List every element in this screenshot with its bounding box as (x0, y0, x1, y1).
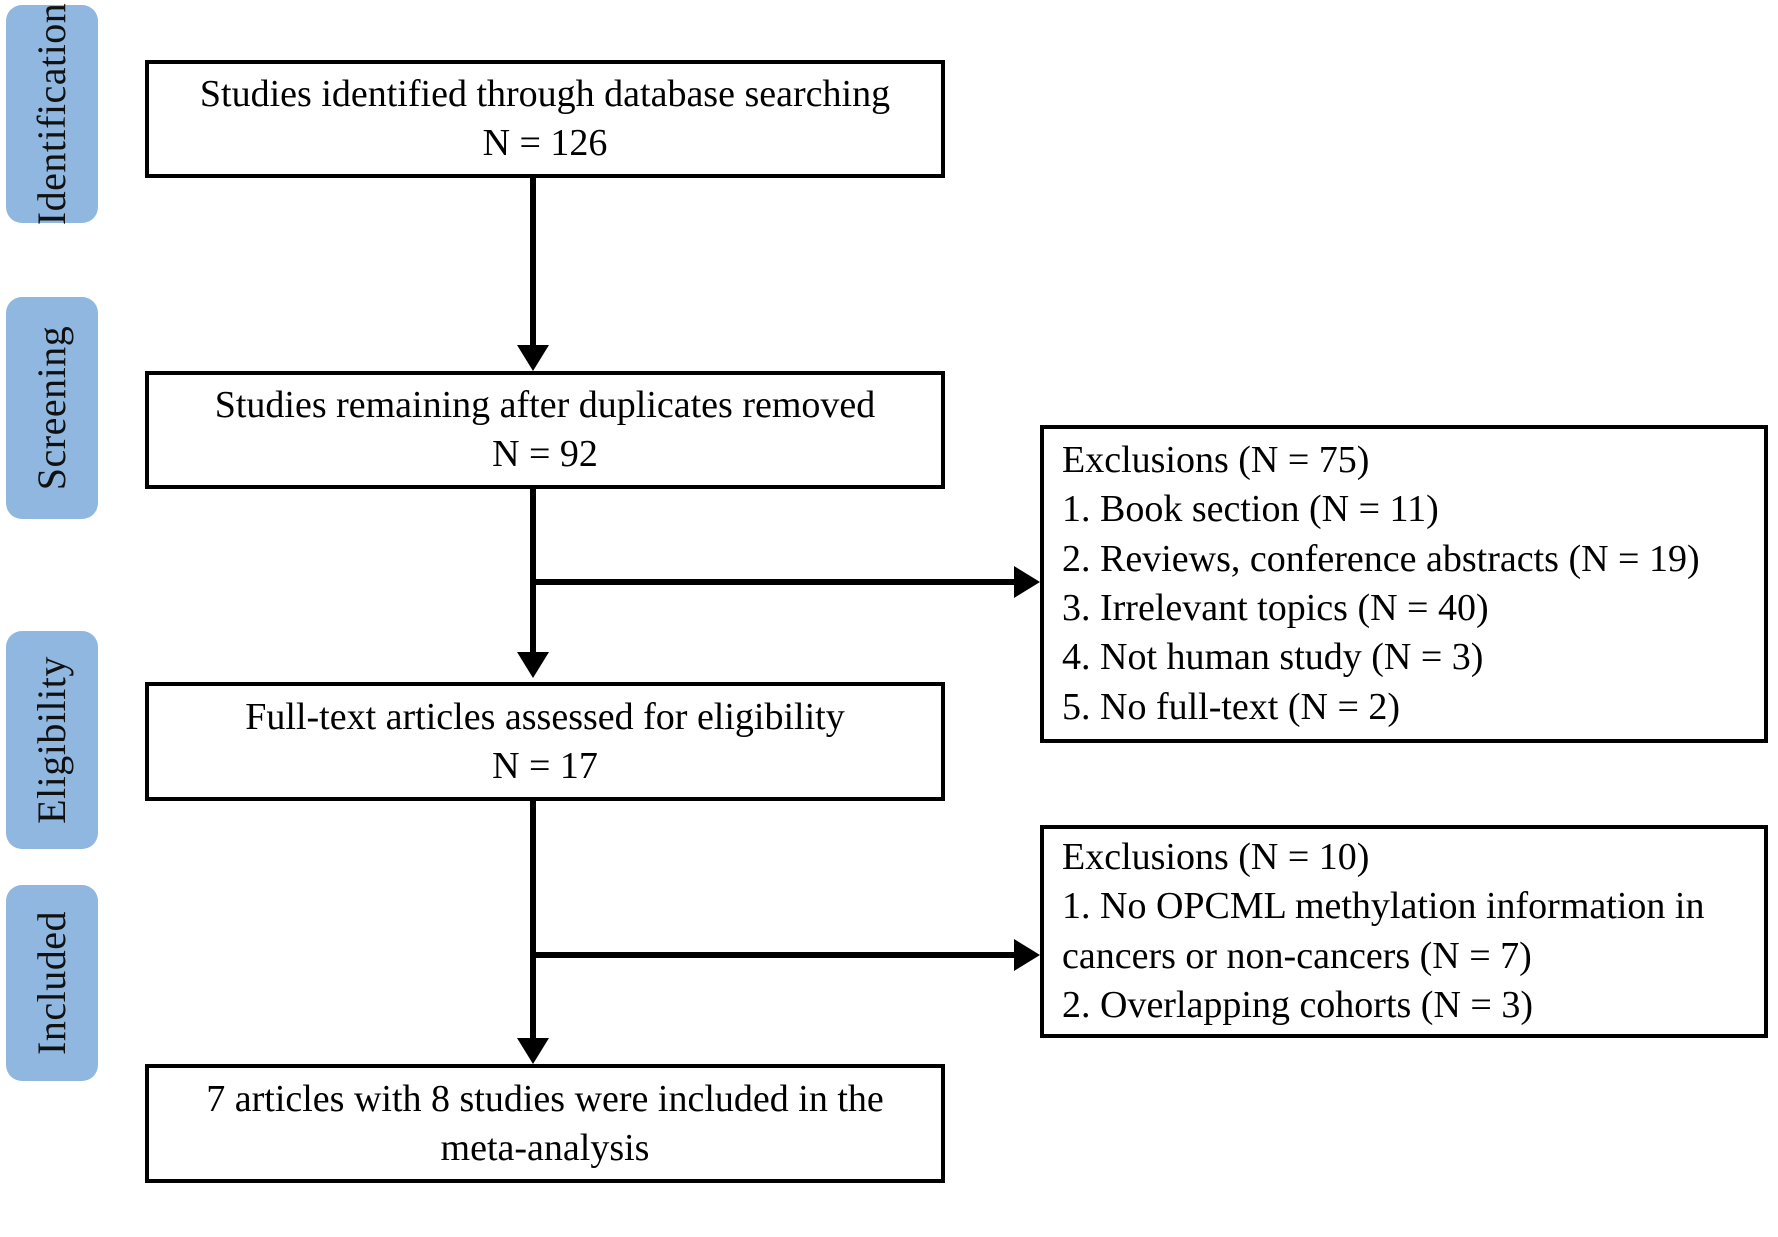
arrowhead-identified-to-screening (517, 345, 549, 371)
exclusions-2-header: Exclusions (N = 10) (1062, 835, 1370, 878)
flow-box-2-line-2: N = 92 (492, 433, 598, 475)
exclusions-1-header: Exclusions (N = 75) (1062, 438, 1370, 481)
connector-screening-to-exclusions (533, 579, 1017, 585)
exclusions-2-item-1-line-2: cancers or non-cancers (N = 7) (1062, 934, 1532, 977)
exclusions-2-item-2: 2. Overlapping cohorts (N = 3) (1062, 983, 1533, 1026)
arrowhead-screening-to-exclusions (1014, 566, 1040, 598)
flow-box-1-line-1: Studies identified through database sear… (199, 73, 891, 116)
arrowhead-eligibility-to-exclusions (1014, 939, 1040, 971)
flow-box-2-line-1: Studies remaining after duplicates remov… (214, 384, 876, 427)
stage-label-eligibility: Eligibility (29, 656, 75, 824)
exclusions-box-screening: Exclusions (N = 75) 1. Book section (N =… (1040, 425, 1768, 743)
exclusions-1-item-2: 2. Reviews, conference abstracts (N = 19… (1062, 537, 1700, 580)
exclusions-2-item-1-line-1: 1. No OPCML methylation information in (1062, 885, 1705, 928)
exclusions-1-item-1: 1. Book section (N = 11) (1062, 488, 1439, 531)
arrowhead-screening-to-eligibility (517, 652, 549, 678)
stage-badge-identification: Identification (6, 2, 98, 226)
flow-box-studies-identified: Studies identified through database sear… (145, 60, 945, 178)
flow-box-4-line-1: 7 articles with 8 studies were included … (206, 1077, 884, 1120)
stage-label-identification: Identification (29, 2, 74, 226)
stage-badge-eligibility: Eligibility (6, 631, 98, 849)
stage-label-screening: Screening (29, 325, 75, 491)
flow-box-included-in-meta-analysis: 7 articles with 8 studies were included … (145, 1064, 945, 1183)
connector-eligibility-to-exclusions (533, 952, 1017, 958)
flow-box-duplicates-removed: Studies remaining after duplicates remov… (145, 371, 945, 489)
stage-label-included: Included (29, 911, 75, 1055)
exclusions-box-eligibility: Exclusions (N = 10) 1. No OPCML methylat… (1040, 825, 1768, 1038)
flow-box-3-line-1: Full-text articles assessed for eligibil… (245, 695, 845, 738)
arrowhead-eligibility-to-included (517, 1038, 549, 1064)
stage-badge-screening: Screening (6, 297, 98, 519)
flow-box-full-text-assessed: Full-text articles assessed for eligibil… (145, 682, 945, 801)
exclusions-1-item-3: 3. Irrelevant topics (N = 40) (1062, 587, 1489, 629)
flow-box-3-line-2: N = 17 (492, 744, 598, 787)
stage-badge-included: Included (6, 885, 98, 1081)
connector-screening-trunk (530, 488, 536, 656)
flow-box-4-line-2: meta-analysis (440, 1126, 650, 1169)
exclusions-1-item-4: 4. Not human study (N = 3) (1062, 636, 1484, 679)
exclusions-1-item-5: 5. No full-text (N = 2) (1062, 685, 1401, 728)
connector-identified-to-screening (530, 177, 536, 349)
connector-eligibility-trunk (530, 800, 536, 1042)
flow-box-1-line-2: N = 126 (482, 122, 608, 164)
